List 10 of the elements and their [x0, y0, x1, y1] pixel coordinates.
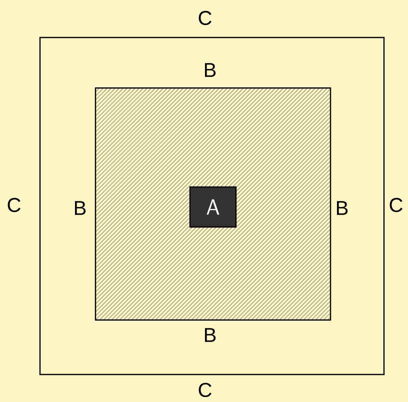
- side-label: C: [390, 198, 402, 212]
- square-outline: [39, 36, 385, 376]
- side-label: B: [204, 63, 216, 77]
- side-label: C: [198, 10, 212, 26]
- label-box: A: [189, 186, 237, 228]
- side-label: B: [204, 328, 216, 342]
- side-label: C: [198, 382, 212, 398]
- side-label: B: [74, 201, 86, 215]
- side-label: C: [8, 198, 20, 212]
- side-label: B: [336, 201, 348, 215]
